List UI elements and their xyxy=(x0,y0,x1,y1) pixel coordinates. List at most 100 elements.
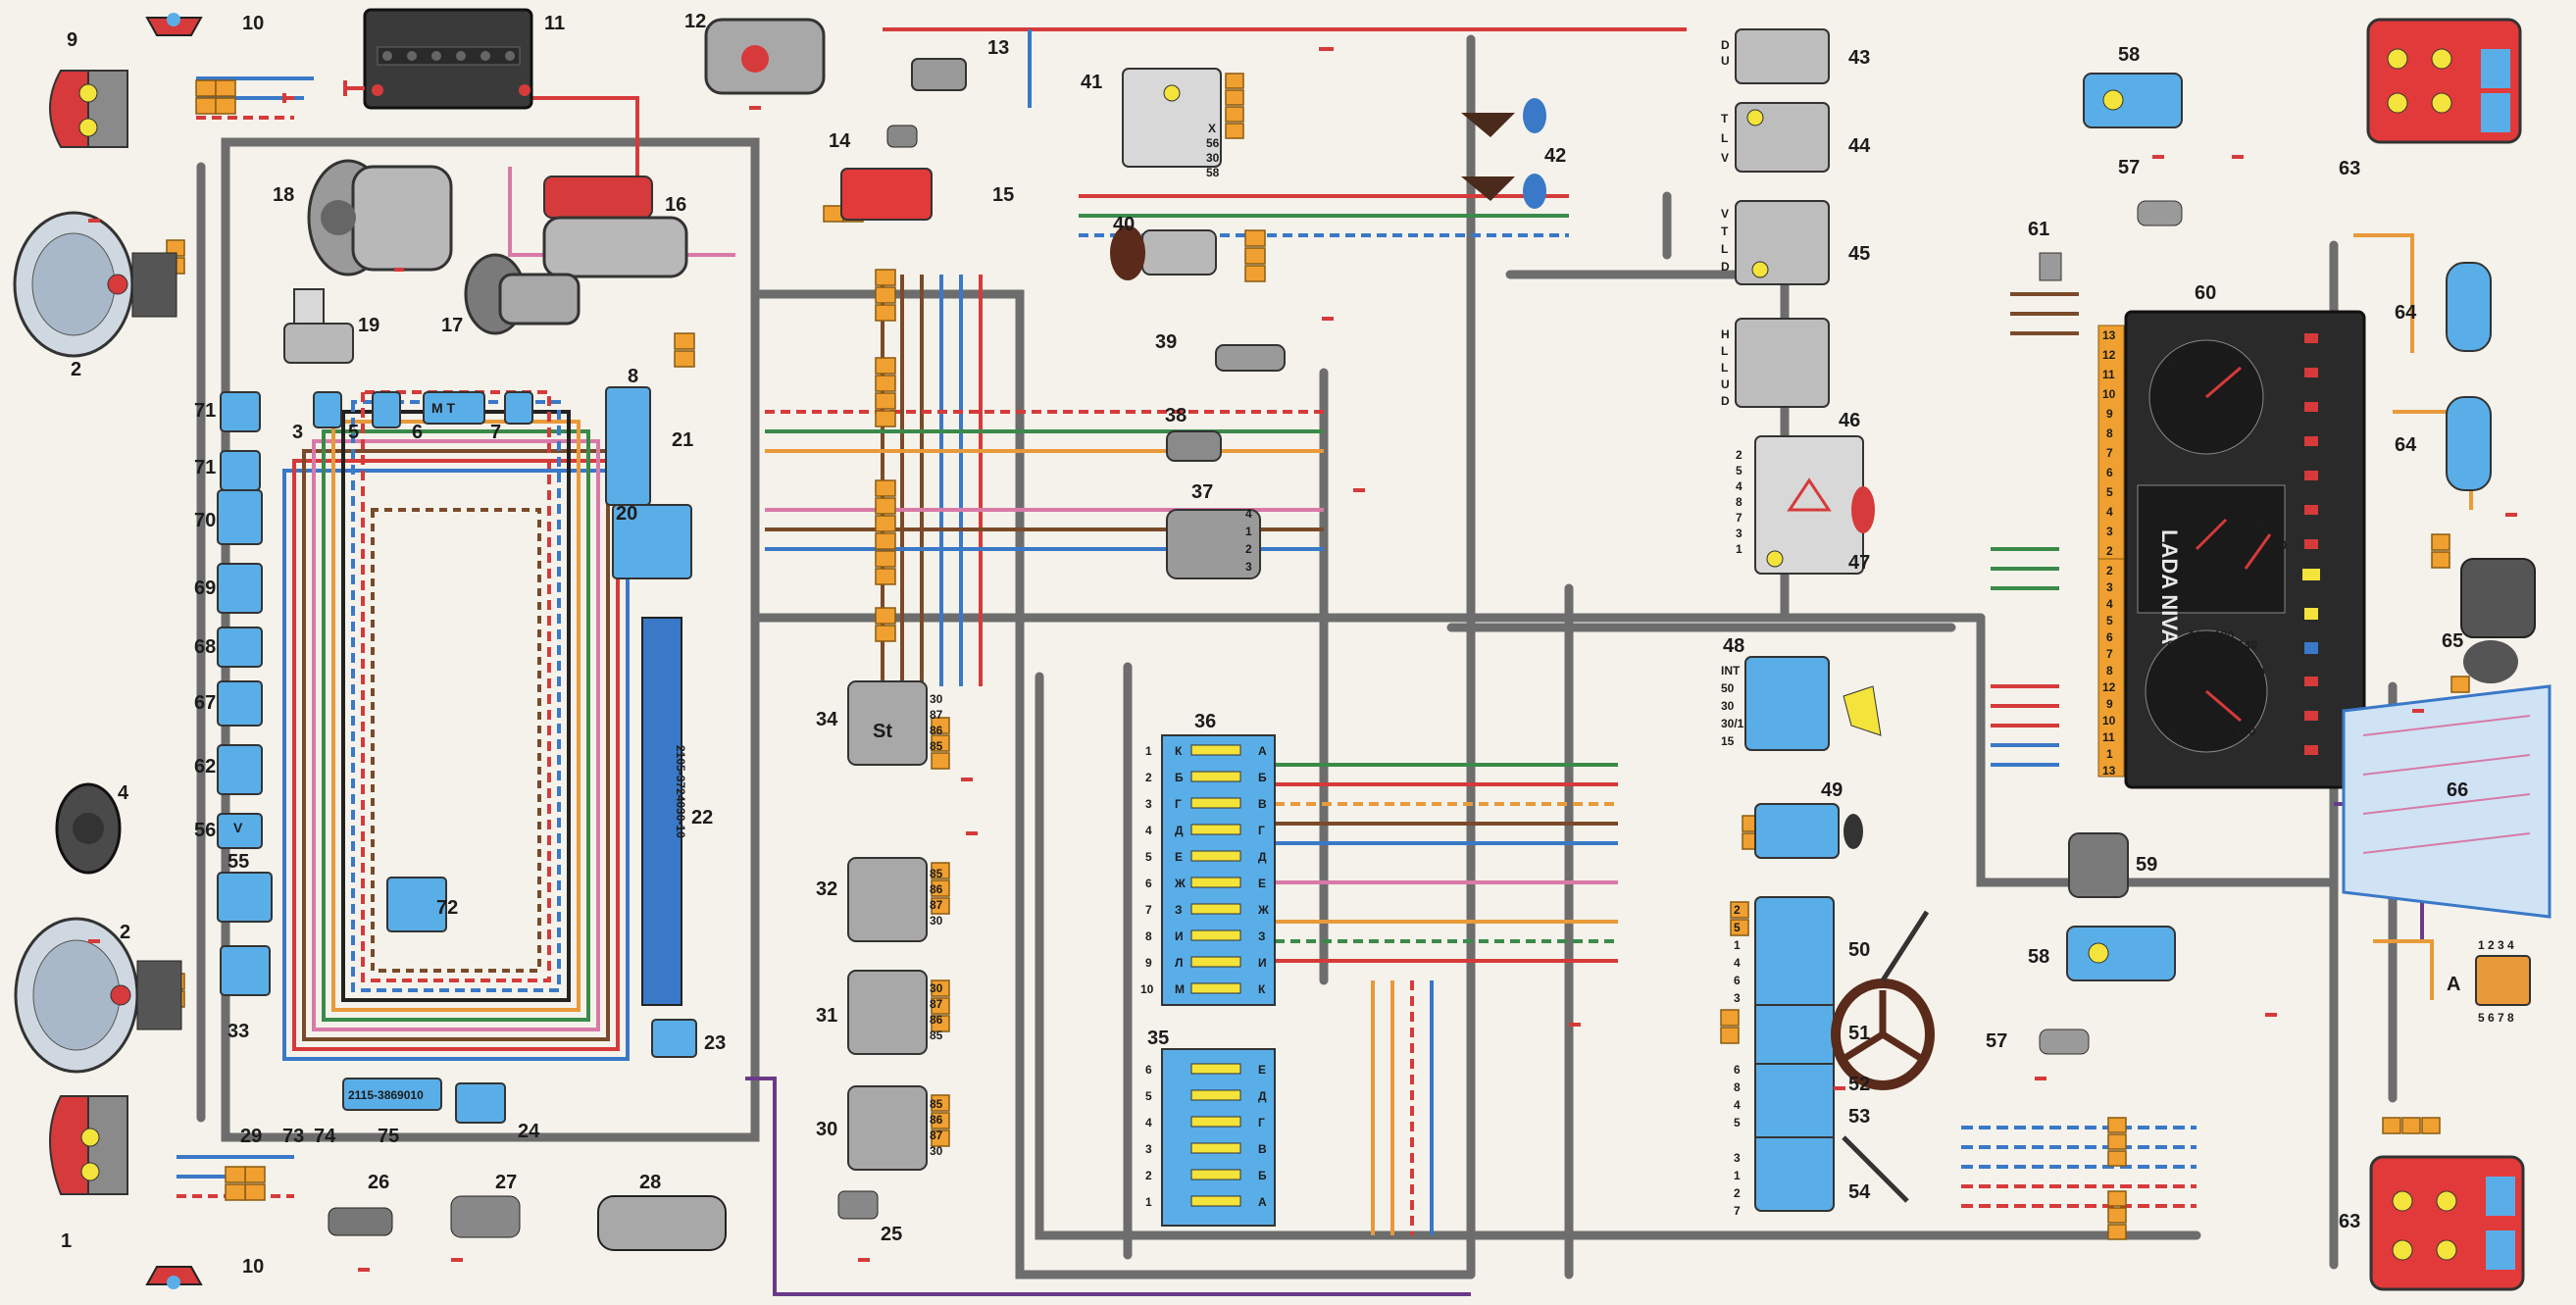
label-60: 60 xyxy=(2195,282,2216,304)
legend-a-top: 1 2 3 4 xyxy=(2478,938,2514,952)
label-67: 67 xyxy=(194,692,216,714)
fuse35-row-0: 6 xyxy=(1145,1063,1152,1077)
relay-56-mark: V xyxy=(233,820,243,835)
fuse35-letter-0: Е xyxy=(1258,1063,1266,1077)
label-25: 25 xyxy=(881,1224,902,1245)
label-11: 11 xyxy=(544,13,565,34)
pin-50-4: 6 xyxy=(1734,974,1741,987)
left-relay-stack xyxy=(217,386,697,1124)
block-texts: 2105-3724030-10 2115-3869010 xyxy=(348,745,687,1102)
pin-31-0: 30 xyxy=(930,981,943,995)
tacho-tick-3: 30 xyxy=(2162,393,2176,407)
rear-lamp-bottom xyxy=(2369,1155,2525,1291)
pin-34-0: 30 xyxy=(930,692,943,706)
lamps-64 xyxy=(2446,262,2492,491)
label-63: 63 xyxy=(2339,158,2360,179)
ground-symbols xyxy=(88,47,2517,1272)
side-repeater-top xyxy=(145,13,203,36)
instrument-panel xyxy=(2124,310,2366,789)
pin-50-5: 3 xyxy=(1734,991,1741,1005)
tacho-tick-7: 70 xyxy=(2246,376,2259,390)
pin-54-2: 2 xyxy=(1734,1186,1741,1200)
label-64b: 64 xyxy=(2395,434,2417,456)
lamp-58-top xyxy=(2083,73,2183,128)
connectors xyxy=(166,73,2470,1240)
tacho-tick-1: 10 xyxy=(2221,426,2235,439)
label-14: 14 xyxy=(829,130,851,152)
tacho-tick-5: 50 xyxy=(2206,345,2220,359)
fuse-35-labels: 6 5 4 3 2 1 Е Д Г В Б А xyxy=(1145,1063,1267,1209)
regulator-19 xyxy=(283,288,354,364)
wiper-motor-front xyxy=(464,253,581,335)
pin-43-0: D xyxy=(1721,38,1730,52)
pin-46-3: U xyxy=(1721,377,1730,391)
fuse35-row-2: 4 xyxy=(1145,1116,1152,1129)
pin-54-0: 3 xyxy=(1734,1151,1741,1165)
fuse35-letter-1: Д xyxy=(1258,1089,1267,1103)
sensor-14 xyxy=(886,125,918,148)
pb-8: 9 xyxy=(2106,697,2113,711)
label-2: 2 xyxy=(71,359,81,380)
label-57b: 57 xyxy=(1986,1030,2007,1052)
label-71b: 71 xyxy=(194,457,216,478)
pin-30-3: 30 xyxy=(930,1144,943,1158)
label-48: 48 xyxy=(1723,635,1744,657)
label-31: 31 xyxy=(816,1005,837,1027)
pin-53-0: 6 xyxy=(1734,1063,1741,1077)
fuse36-row-4: 5 xyxy=(1145,850,1152,864)
pin-37-3: 3 xyxy=(1245,560,1252,574)
label-7: 7 xyxy=(490,422,501,443)
pin-labels-37: 4 1 2 3 xyxy=(1245,507,1252,574)
label-62: 62 xyxy=(194,756,216,778)
label-9: 9 xyxy=(67,29,77,51)
pt-6: 7 xyxy=(2106,446,2113,460)
switch-49 xyxy=(1754,803,1863,859)
pt-7: 6 xyxy=(2106,466,2113,479)
sensor-38 xyxy=(1166,430,1222,462)
fuse36-row-3: 4 xyxy=(1145,824,1152,837)
pin-34-2: 86 xyxy=(930,724,943,737)
label-34: 34 xyxy=(816,709,838,730)
label-44: 44 xyxy=(1848,135,1871,157)
label-10b: 10 xyxy=(242,1256,264,1278)
pin-labels-30: 85 86 87 30 xyxy=(930,1097,943,1158)
label-16: 16 xyxy=(665,194,686,216)
pin-labels-48: INT 50 30 30/1 15 xyxy=(1721,664,1744,748)
rear-wiper-motor-65 xyxy=(2460,558,2536,683)
label-69: 69 xyxy=(194,577,216,599)
side-repeater-bottom xyxy=(145,1266,203,1289)
fuse36-row-2: 3 xyxy=(1145,797,1152,811)
pin-48-2: 30 xyxy=(1721,699,1735,713)
pt-11: 2 xyxy=(2106,544,2113,558)
label-28: 28 xyxy=(639,1172,661,1193)
pb-1: 3 xyxy=(2106,580,2113,594)
battery xyxy=(343,8,533,110)
label-46: 46 xyxy=(1839,410,1860,431)
pin-30-2: 87 xyxy=(930,1129,943,1142)
relay-31 xyxy=(847,970,928,1055)
headlamp-left-bottom xyxy=(49,1095,128,1195)
sensor-27 xyxy=(450,1195,521,1238)
fuse36-row-5: 6 xyxy=(1145,877,1152,890)
pin-41-0: X xyxy=(1208,122,1216,135)
pt-2: 11 xyxy=(2102,368,2115,381)
pin-54-3: 7 xyxy=(1734,1204,1741,1218)
pin-44-2: V xyxy=(1721,151,1729,165)
label-10: 10 xyxy=(242,13,264,34)
label-58b: 58 xyxy=(2028,946,2049,968)
pb-5: 7 xyxy=(2106,647,2113,661)
fuse36-lletter-3: Д xyxy=(1175,824,1184,837)
label-19: 19 xyxy=(358,315,379,336)
fuse-block-35 xyxy=(1161,1048,1276,1227)
lamp-57-bottom xyxy=(2039,1029,2090,1055)
label-71: 71 xyxy=(194,400,216,422)
pin-41-1: 56 xyxy=(1206,136,1220,150)
pin-labels-53: 6 8 4 5 xyxy=(1734,1063,1741,1129)
label-15: 15 xyxy=(992,184,1014,206)
label-50: 50 xyxy=(1848,939,1870,961)
pt-9: 4 xyxy=(2106,505,2113,519)
label-38: 38 xyxy=(1165,405,1187,427)
alternator xyxy=(307,159,453,276)
label-63b: 63 xyxy=(2339,1211,2360,1232)
lighter-40 xyxy=(1110,226,1217,280)
